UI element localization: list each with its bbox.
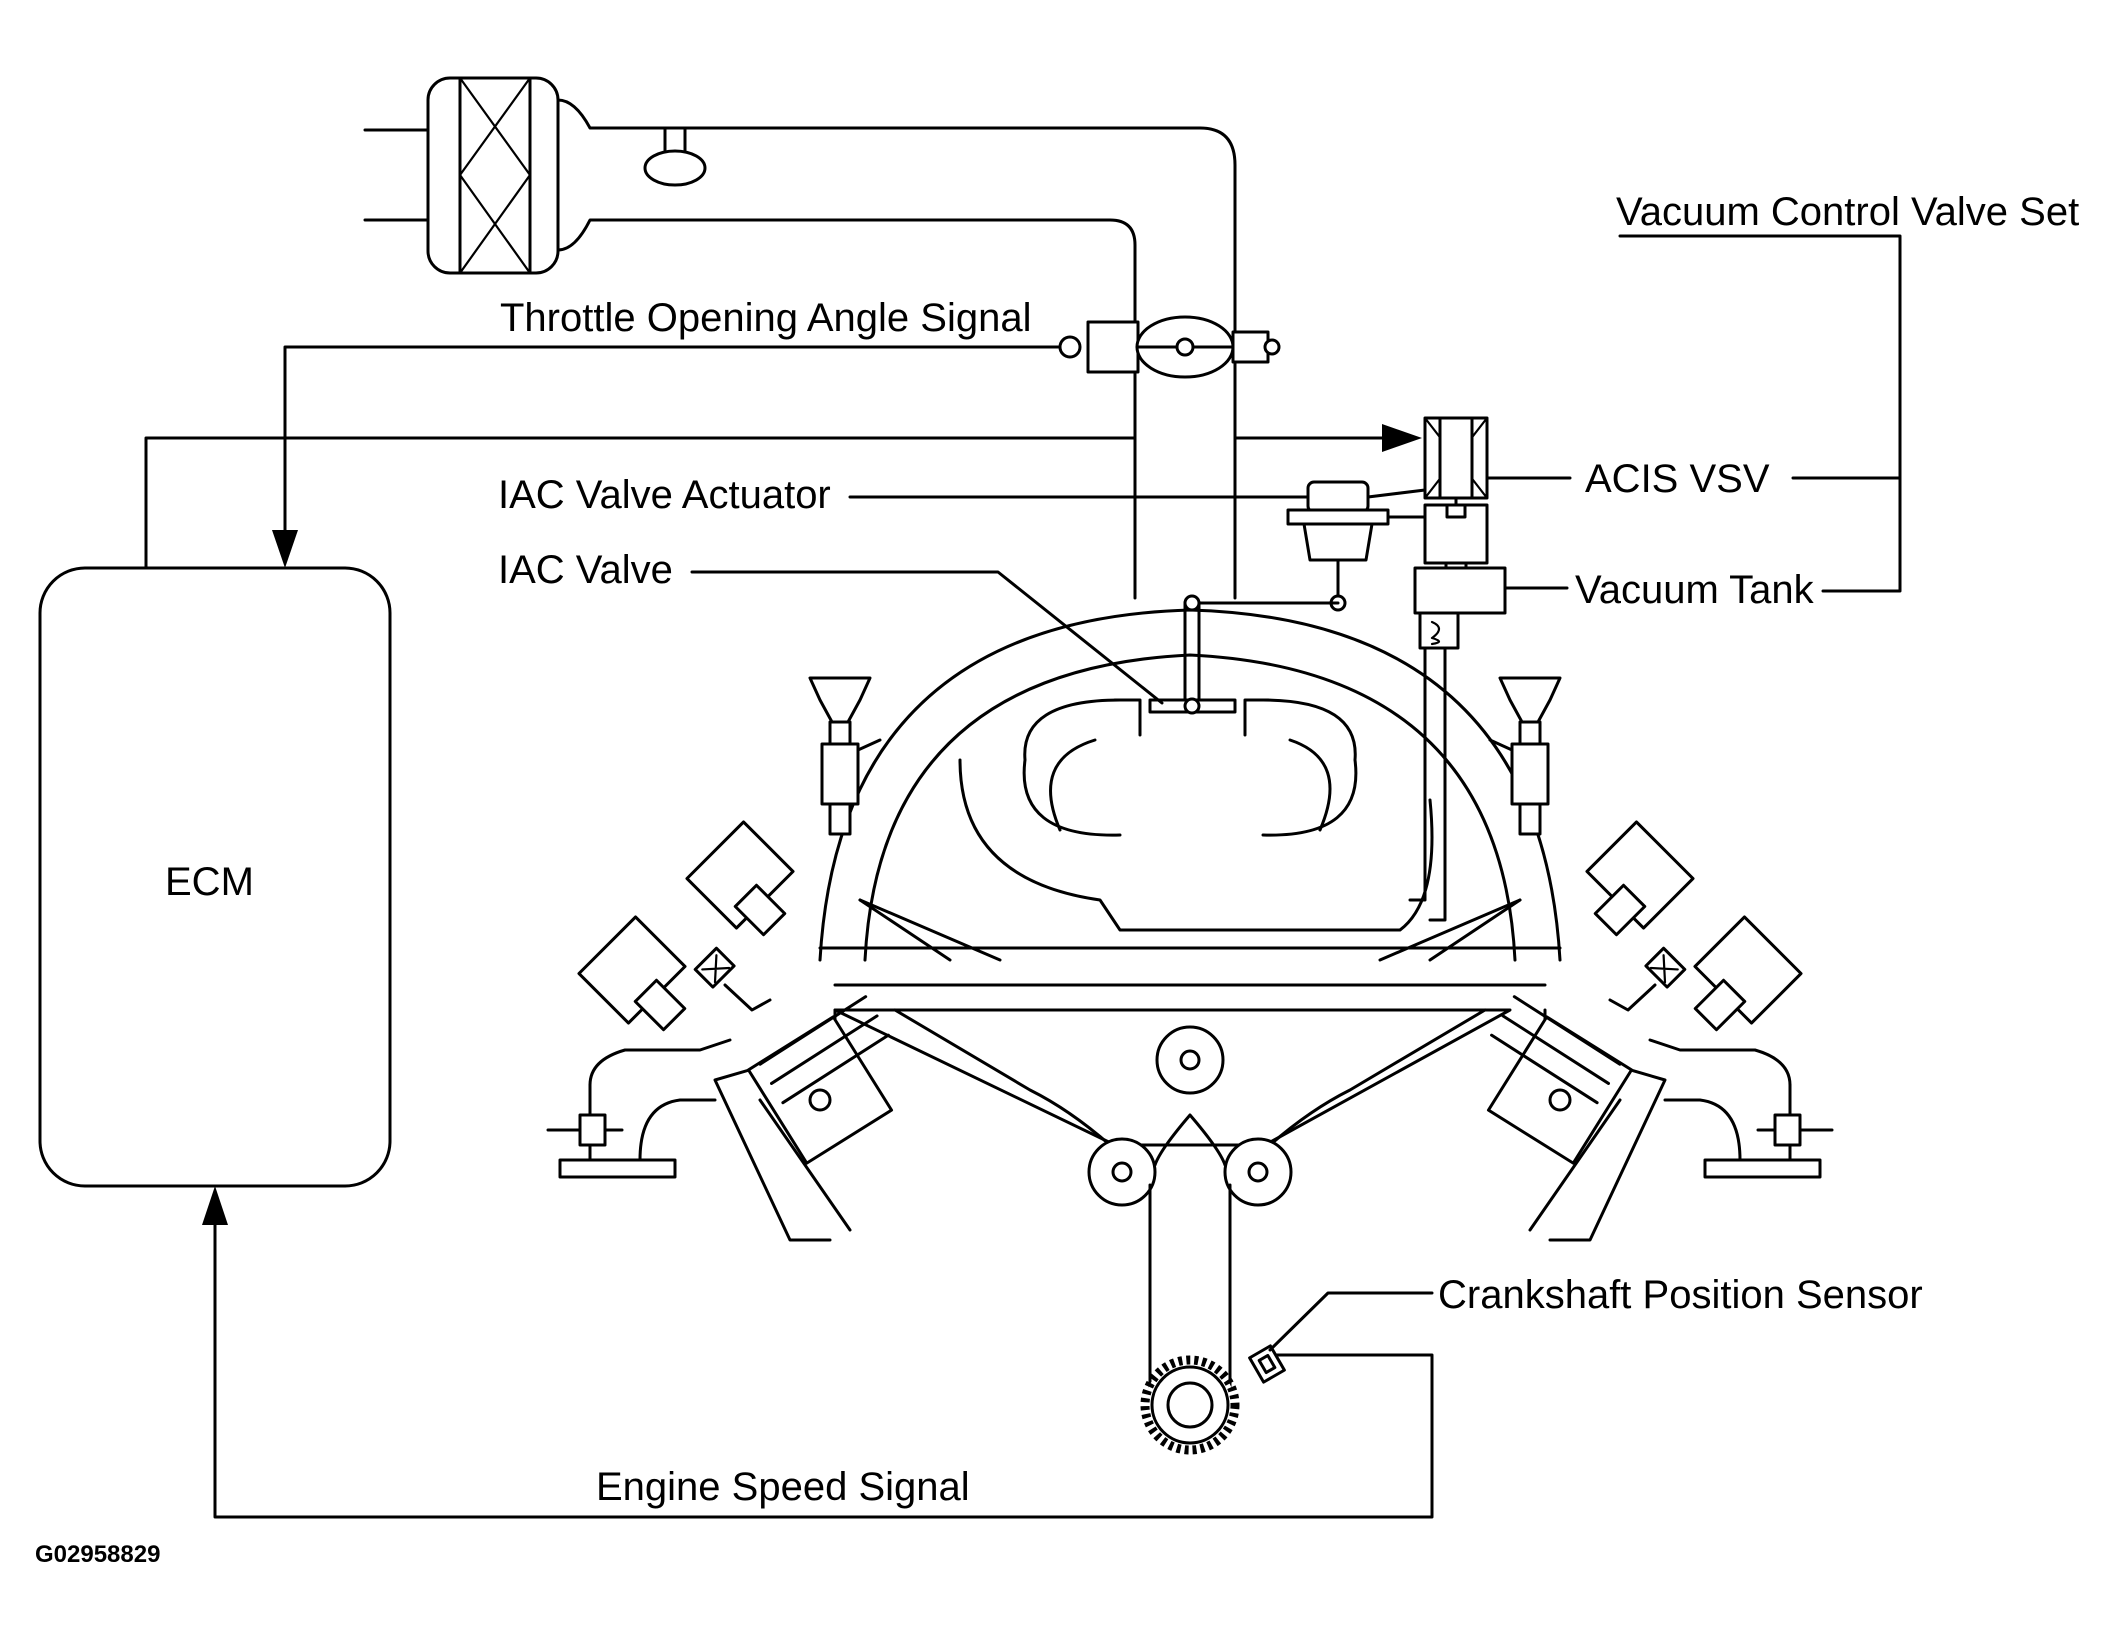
leader-lines xyxy=(690,234,1902,1352)
crankshaft-position-sensor xyxy=(1248,1344,1286,1384)
iac-valve-actuator-body xyxy=(1286,480,1427,562)
iac-linkage xyxy=(1183,558,1347,702)
vacuum-tank-body xyxy=(1408,561,1507,922)
ignition-coil-left-upper xyxy=(685,820,795,937)
ignition-coil-left-lower xyxy=(577,915,772,1032)
label-iac-valve: IAC Valve xyxy=(498,548,673,592)
label-iac-valve-actuator: IAC Valve Actuator xyxy=(498,473,831,517)
throttle-signal-line xyxy=(272,345,1062,568)
engine-speed-signal-line xyxy=(202,1186,1434,1519)
fuel-injector-left xyxy=(808,676,882,836)
label-ecm: ECM xyxy=(165,860,254,904)
ignition-coil-right-lower xyxy=(1608,915,1803,1032)
label-crankshaft-position-sensor: Crankshaft Position Sensor xyxy=(1438,1273,1923,1317)
engine-block xyxy=(546,608,1834,1242)
label-acis-vsv: ACIS VSV xyxy=(1585,457,1770,501)
acis-control-line xyxy=(144,424,1422,570)
timing-belt xyxy=(1087,1025,1293,1392)
label-throttle-opening-angle-signal: Throttle Opening Angle Signal xyxy=(500,296,1031,340)
acis-vsv-solenoid xyxy=(1423,416,1489,565)
crankshaft-sprocket xyxy=(1140,1355,1240,1455)
label-engine-speed-signal: Engine Speed Signal xyxy=(596,1465,970,1509)
figure-code: G02958829 xyxy=(35,1541,160,1568)
air-intake-duct xyxy=(363,76,1237,600)
ignition-coil-right-upper xyxy=(1585,820,1695,937)
throttle-body xyxy=(1058,315,1281,379)
label-vacuum-tank: Vacuum Tank xyxy=(1575,568,1815,612)
fuel-injector-right xyxy=(1488,676,1562,836)
label-vacuum-control-valve-set: Vacuum Control Valve Set xyxy=(1616,190,2079,234)
